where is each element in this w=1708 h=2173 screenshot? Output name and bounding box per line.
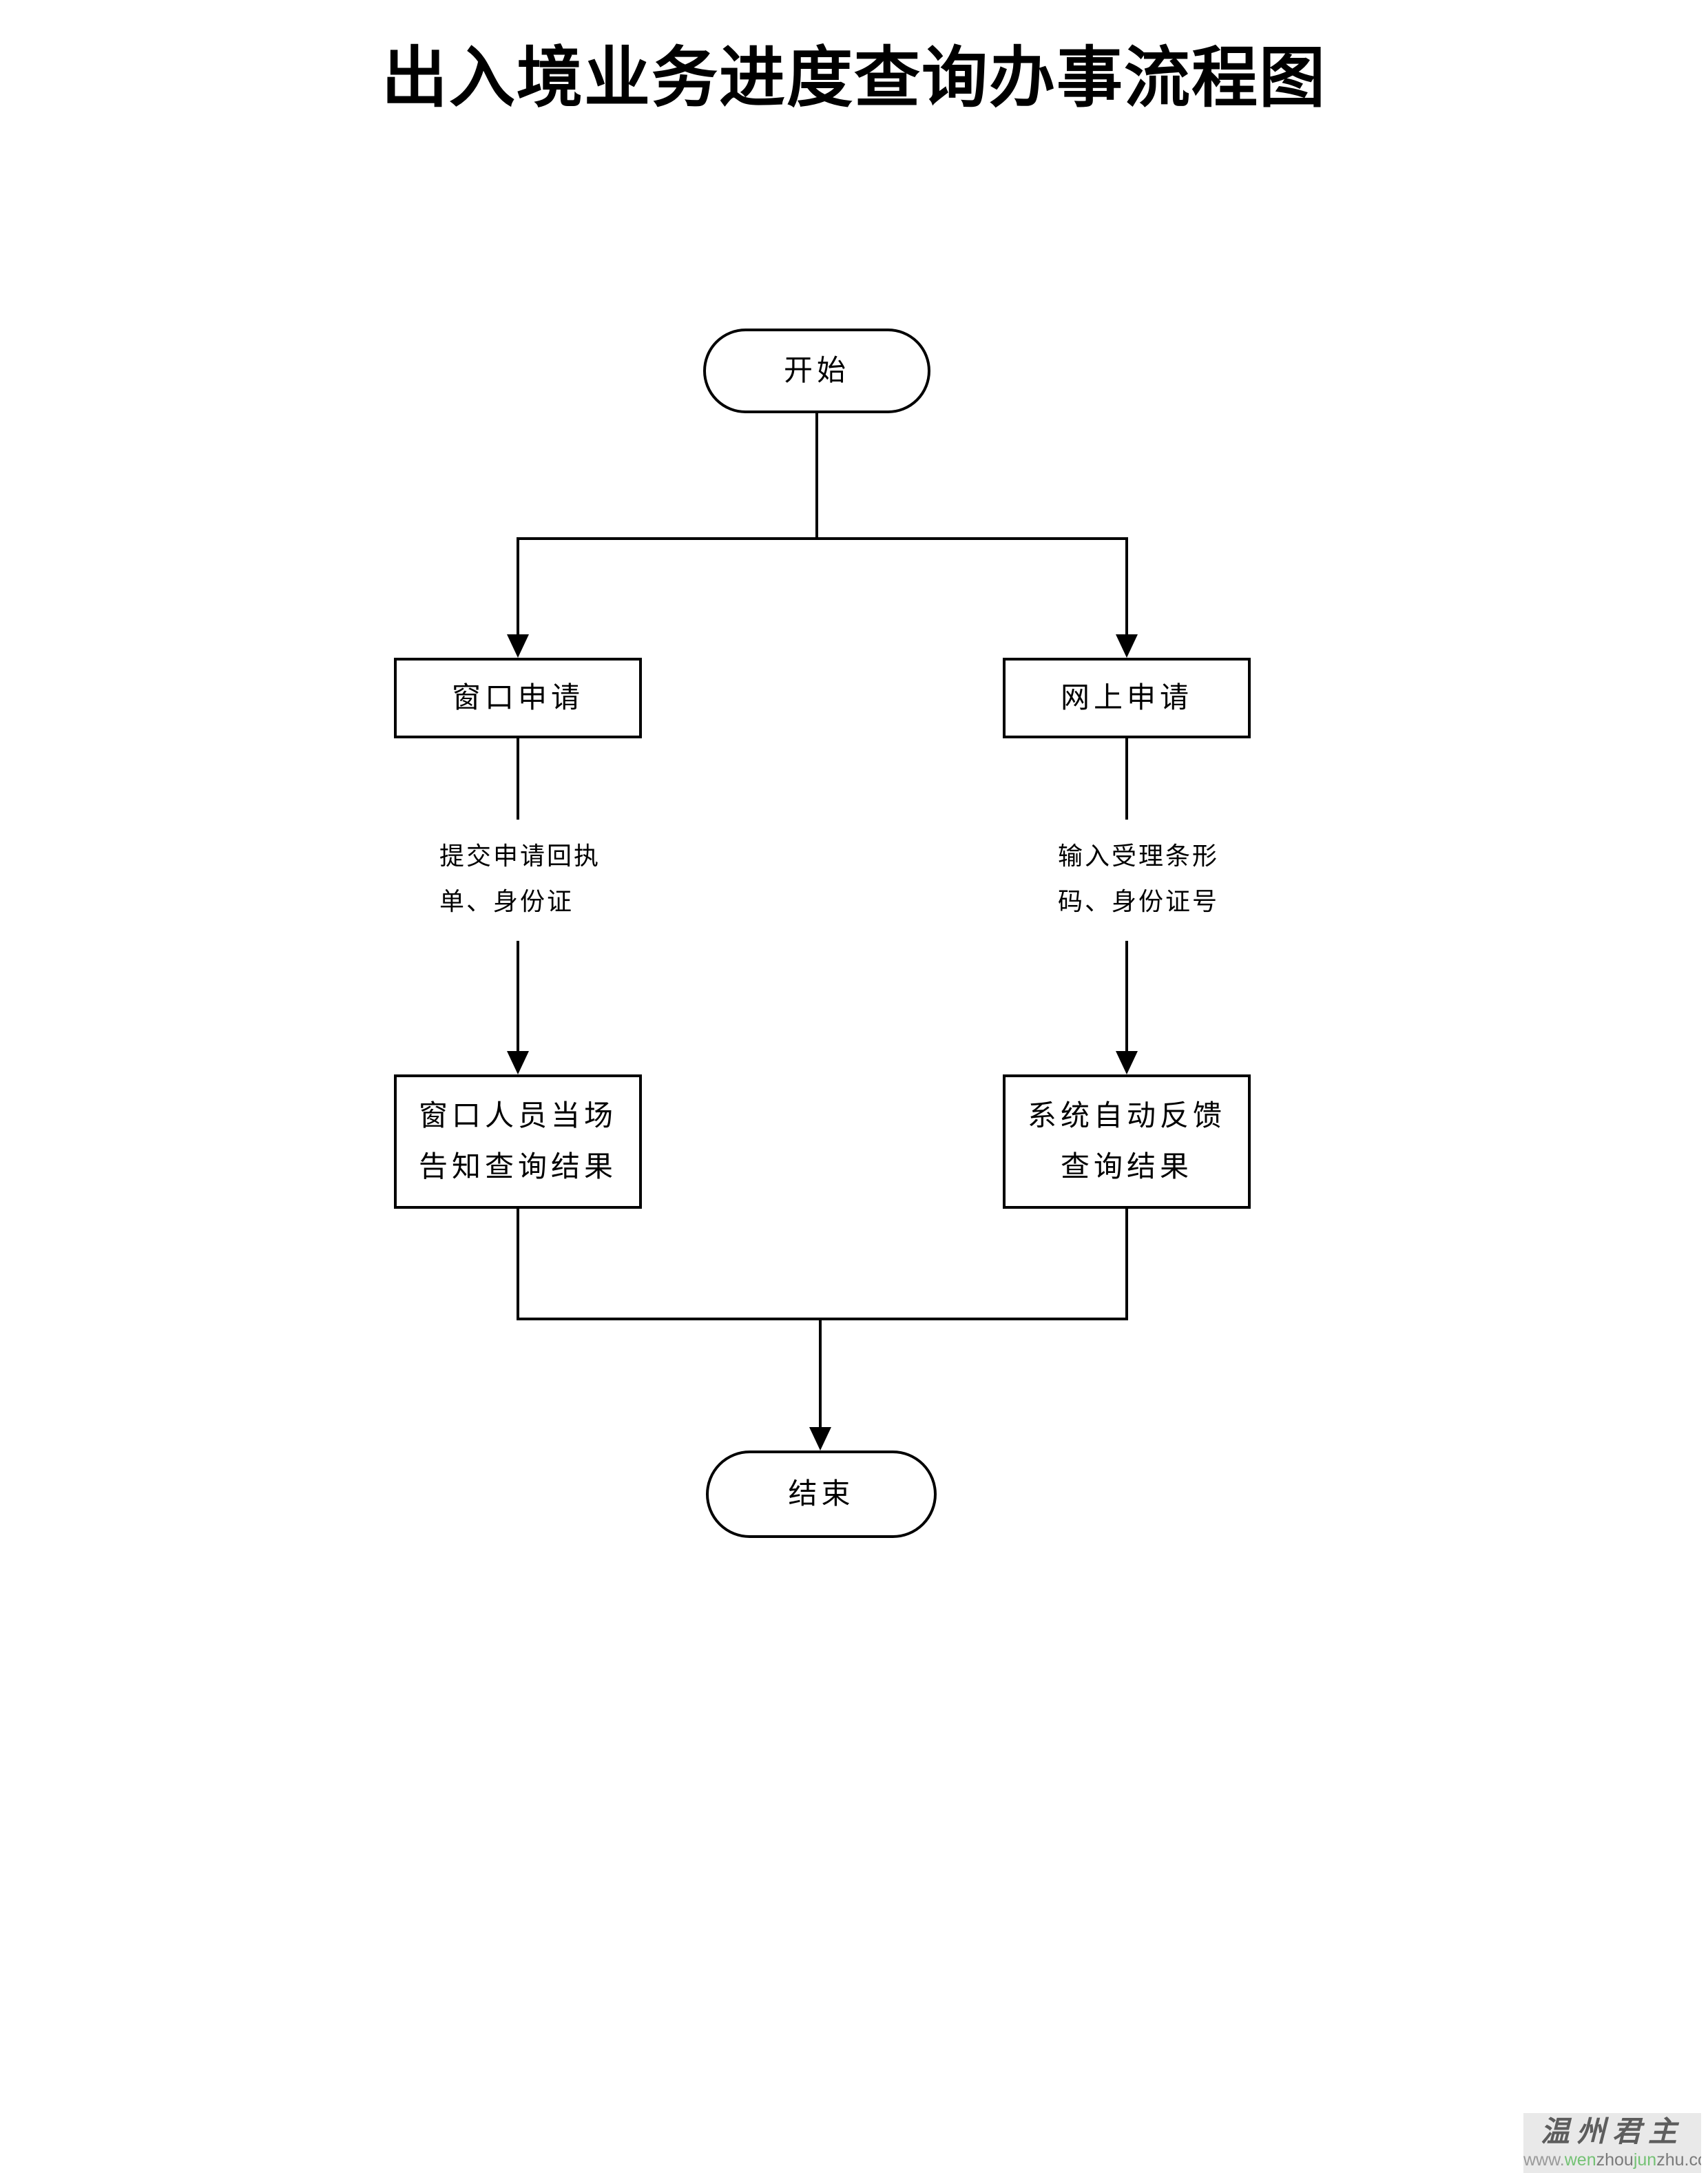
system-result-line1: 系统自动反馈: [1027, 1100, 1226, 1132]
window-apply-label: 窗口申请: [451, 682, 584, 714]
connector-split-bar: [517, 537, 1128, 540]
window-result-line2: 告知查询结果: [418, 1151, 617, 1183]
watermark-url: www.wenzhoujunzhu.com: [1523, 2150, 1701, 2170]
edge-label-left-line2: 单、身份证: [439, 888, 574, 915]
connector-right-drop: [1125, 537, 1128, 636]
edge-label-right-line2: 码、身份证号: [1058, 888, 1220, 915]
connector-right-converge: [1125, 1209, 1128, 1320]
watermark-url-part: wen: [1564, 2150, 1596, 2170]
watermark-name: 温州君主: [1540, 2117, 1684, 2148]
flow-node-start: 开始: [703, 329, 930, 413]
connector-left-converge: [517, 1209, 519, 1320]
system-result-line2: 查询结果: [1060, 1151, 1193, 1183]
window-result-line1: 窗口人员当场: [418, 1100, 617, 1132]
end-label: 结束: [788, 1478, 855, 1510]
page-title: 出入境业务进度查询办事流程图: [382, 41, 1326, 115]
start-label: 开始: [783, 355, 850, 387]
online-apply-label: 网上申请: [1060, 682, 1193, 714]
arrowhead-down-icon: [1116, 1051, 1138, 1074]
watermark-url-part: www.: [1523, 2150, 1565, 2170]
connector-end-drop: [819, 1318, 822, 1428]
edge-label-left-line1: 提交申请回执: [439, 842, 601, 870]
watermark: 温州君主 www.wenzhoujunzhu.com: [1523, 2113, 1701, 2173]
connector-converge-bar: [517, 1318, 1128, 1320]
arrowhead-down-icon: [809, 1427, 831, 1451]
edge-label-right: 输入受理条形 码、身份证号: [1050, 820, 1226, 941]
arrowhead-down-icon: [507, 1051, 529, 1074]
flow-node-system-result: 系统自动反馈 查询结果: [1003, 1074, 1251, 1209]
flow-node-end: 结束: [706, 1451, 937, 1538]
flow-node-window-result: 窗口人员当场 告知查询结果: [394, 1074, 642, 1209]
watermark-url-part: zhu.com: [1656, 2150, 1701, 2170]
edge-label-right-line1: 输入受理条形: [1058, 842, 1220, 870]
edge-label-left: 提交申请回执 单、身份证: [431, 820, 607, 941]
connector-left-drop: [517, 537, 519, 636]
watermark-url-part: jun: [1633, 2150, 1657, 2170]
arrowhead-down-icon: [1116, 634, 1138, 658]
flow-node-online-apply: 网上申请: [1003, 658, 1251, 738]
connector-start-down: [815, 412, 818, 540]
watermark-url-part: zhou: [1596, 2150, 1634, 2170]
arrowhead-down-icon: [507, 634, 529, 658]
flow-node-window-apply: 窗口申请: [394, 658, 642, 738]
